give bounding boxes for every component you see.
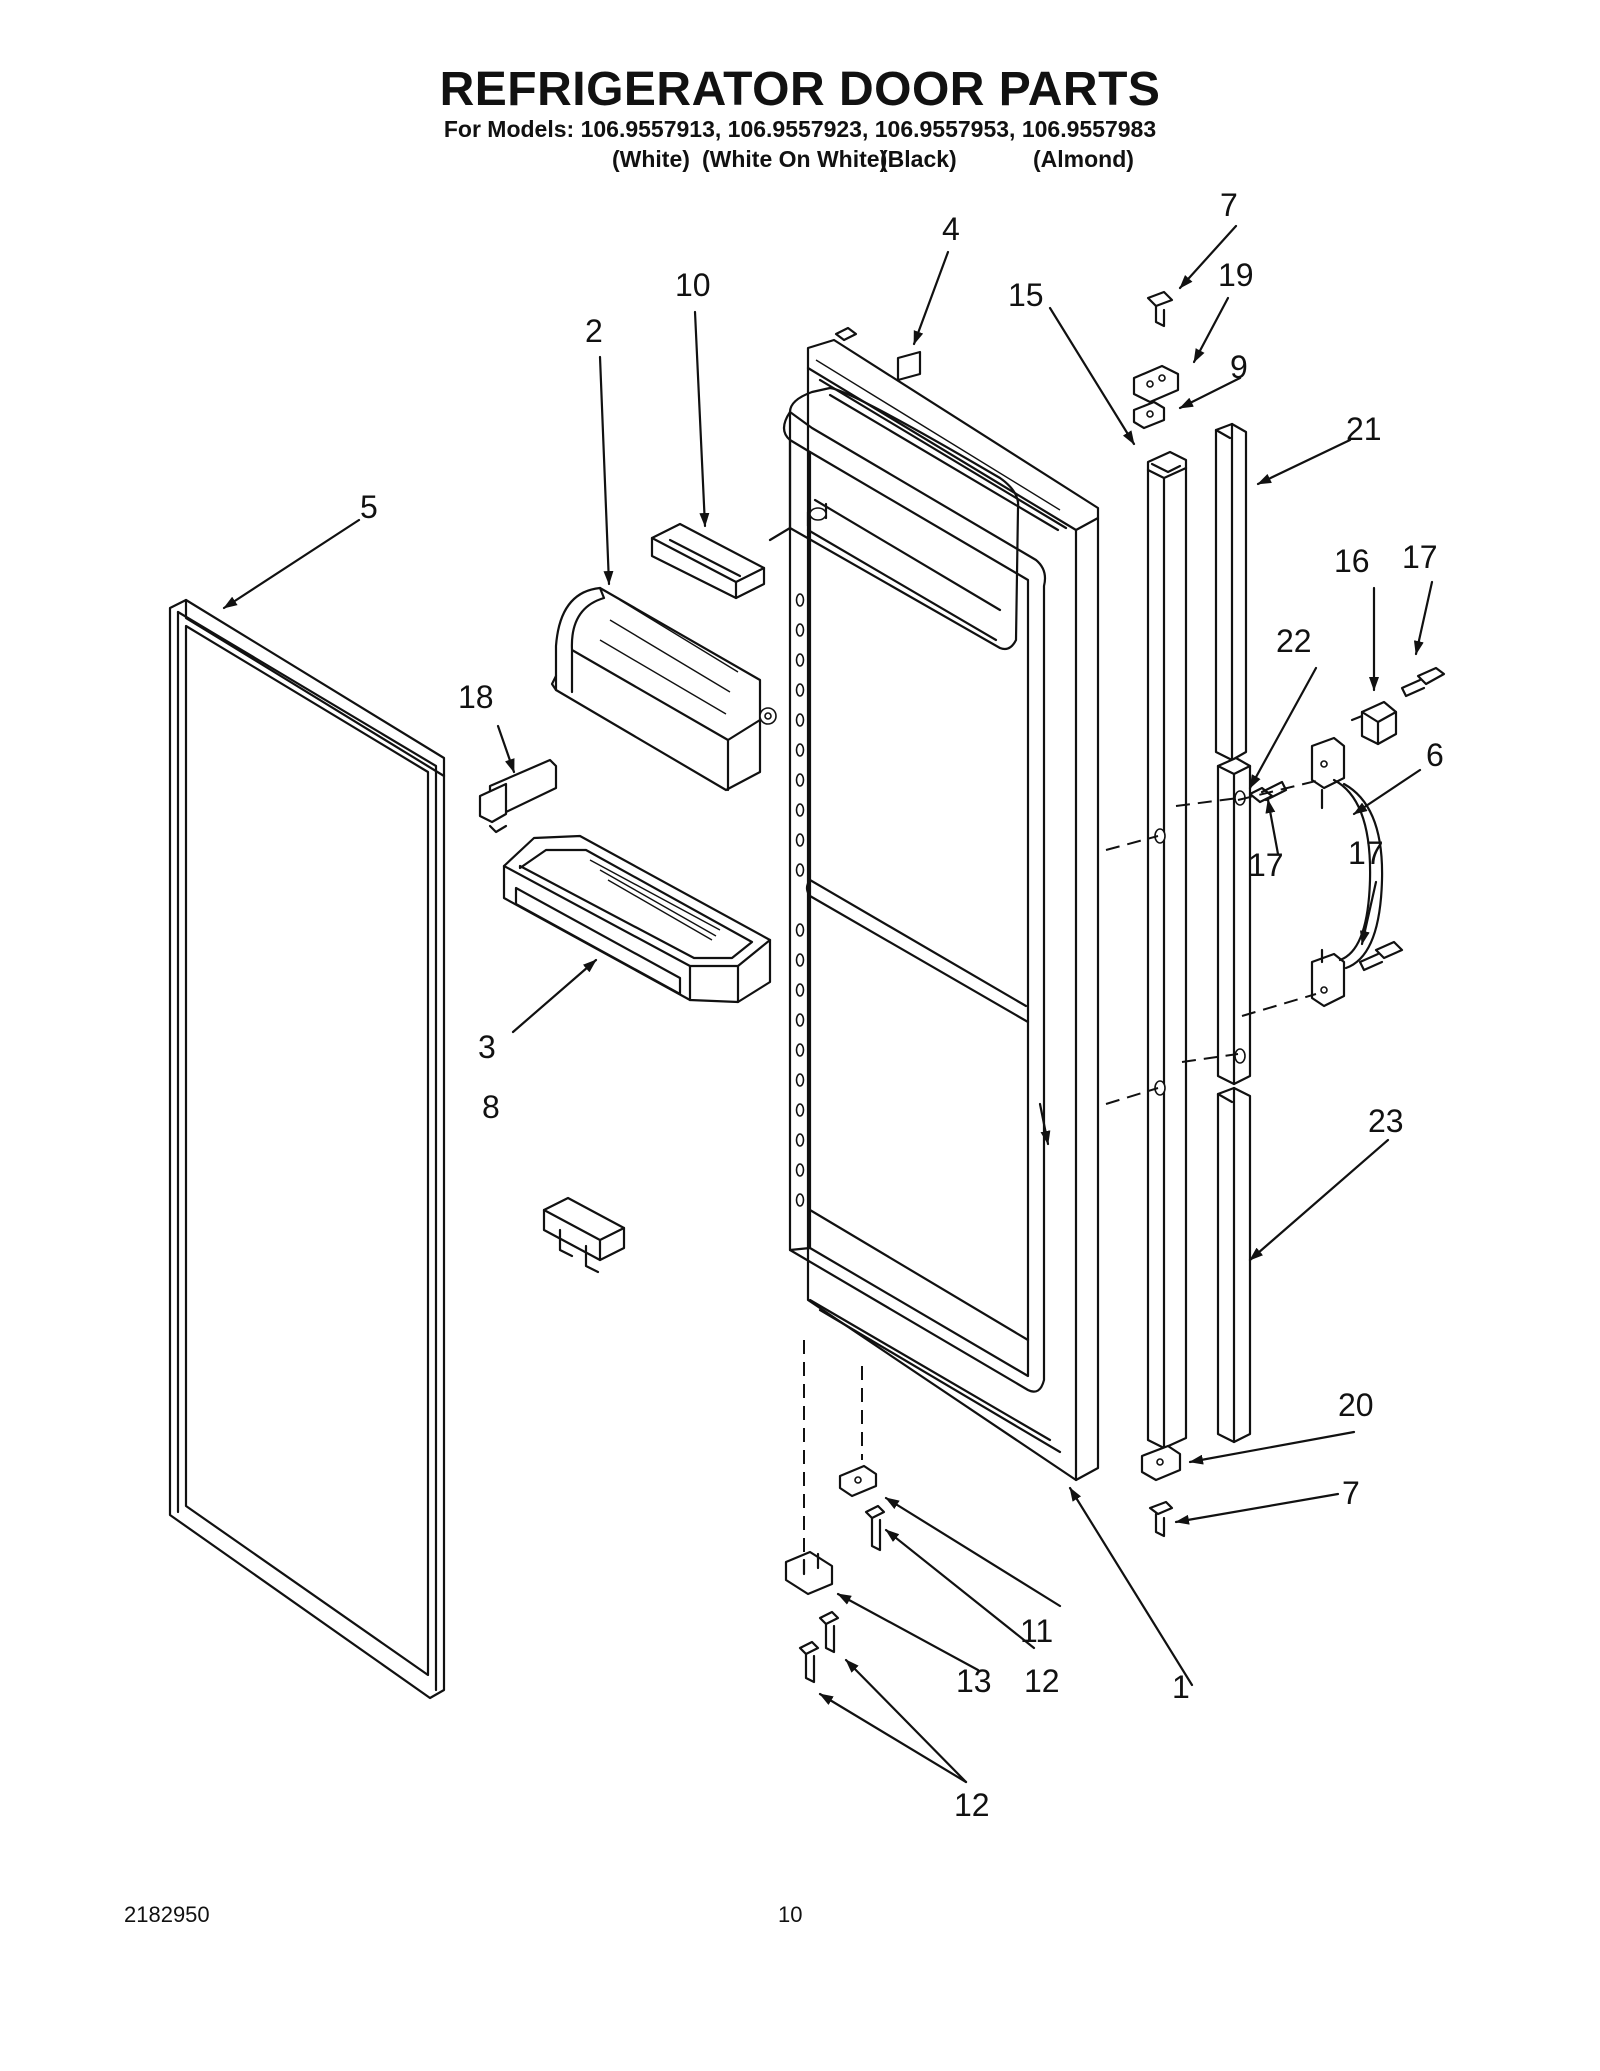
models-line: For Models: 106.9557913, 106.9557923, 10… — [443, 116, 1157, 142]
leader-arrows — [222, 224, 1434, 1784]
callout-13: 13 — [956, 1663, 992, 1699]
callout-21: 21 — [1346, 411, 1382, 447]
callout-11: 11 — [1020, 1613, 1053, 1649]
callout-17-right: 17 — [1348, 835, 1384, 871]
callout-labels: 1 2 3 4 5 6 7 7 8 9 10 11 12 12 13 15 16… — [360, 187, 1444, 1823]
trim-part-23 — [1216, 1086, 1252, 1444]
channel-part-15 — [1146, 450, 1188, 1450]
hinge-part-13 — [784, 1550, 834, 1596]
callout-20: 20 — [1338, 1387, 1374, 1423]
callout-3: 3 — [478, 1029, 496, 1065]
label-part-4 — [896, 350, 922, 382]
page-number: 10 — [778, 1902, 803, 1927]
hinge-part-11 — [838, 1464, 878, 1498]
hinge-part-19 — [1132, 364, 1180, 404]
callout-12-right: 12 — [1024, 1663, 1060, 1699]
callout-22: 22 — [1276, 623, 1312, 659]
color-black: (Black) — [880, 146, 957, 172]
callout-16: 16 — [1334, 543, 1370, 579]
callout-2: 2 — [585, 313, 603, 349]
screw-part-17-lower — [1358, 940, 1404, 972]
alignment-lines — [803, 779, 1321, 1560]
screw-part-12-low — [798, 1640, 820, 1684]
callout-23: 23 — [1368, 1103, 1404, 1139]
bin-stop-part-18 — [478, 758, 558, 834]
callout-15: 15 — [1008, 277, 1044, 313]
bushing-part-9 — [1132, 400, 1166, 430]
screw-part-12-mid — [818, 1610, 840, 1654]
callout-17-left: 17 — [1248, 847, 1284, 883]
door-part-1 — [768, 326, 1100, 1482]
color-white-on-white: (White On White) — [702, 146, 888, 172]
callout-5: 5 — [360, 489, 378, 525]
callout-9: 9 — [1230, 349, 1248, 385]
callout-8: 8 — [482, 1089, 500, 1125]
dairy-compartment-part-2 — [550, 586, 777, 792]
callout-7-top: 7 — [1220, 187, 1238, 223]
screw-part-12-upper — [864, 1504, 886, 1552]
handle-part-6 — [1310, 736, 1384, 1008]
trim-part-22 — [1216, 756, 1252, 1086]
document-number: 2182950 — [124, 1902, 210, 1927]
color-white: (White) — [612, 146, 690, 172]
callout-12-bottom: 12 — [954, 1787, 990, 1823]
callout-7-bottom: 7 — [1342, 1475, 1360, 1511]
page-title: REFRIGERATOR DOOR PARTS — [439, 63, 1161, 116]
trim-part-21 — [1214, 422, 1248, 762]
color-almond: (Almond) — [1033, 146, 1134, 172]
callout-6: 6 — [1426, 737, 1444, 773]
callout-18: 18 — [458, 679, 494, 715]
screw-part-17-upper — [1400, 666, 1446, 698]
screw-part-7-top — [1146, 290, 1174, 328]
callout-17-top: 17 — [1402, 539, 1438, 575]
callout-19: 19 — [1218, 257, 1254, 293]
end-cap-part-16 — [1350, 700, 1398, 746]
callout-10: 10 — [675, 267, 711, 303]
gasket-part-5 — [168, 598, 446, 1700]
door-bin-part-3 — [502, 834, 772, 1004]
callout-4: 4 — [942, 211, 960, 247]
screw-part-7-bottom — [1148, 1500, 1174, 1538]
clip-part-8 — [542, 1196, 626, 1274]
callout-1: 1 — [1172, 1669, 1190, 1705]
tray-part-10 — [650, 522, 766, 600]
hinge-part-20 — [1140, 1444, 1182, 1482]
